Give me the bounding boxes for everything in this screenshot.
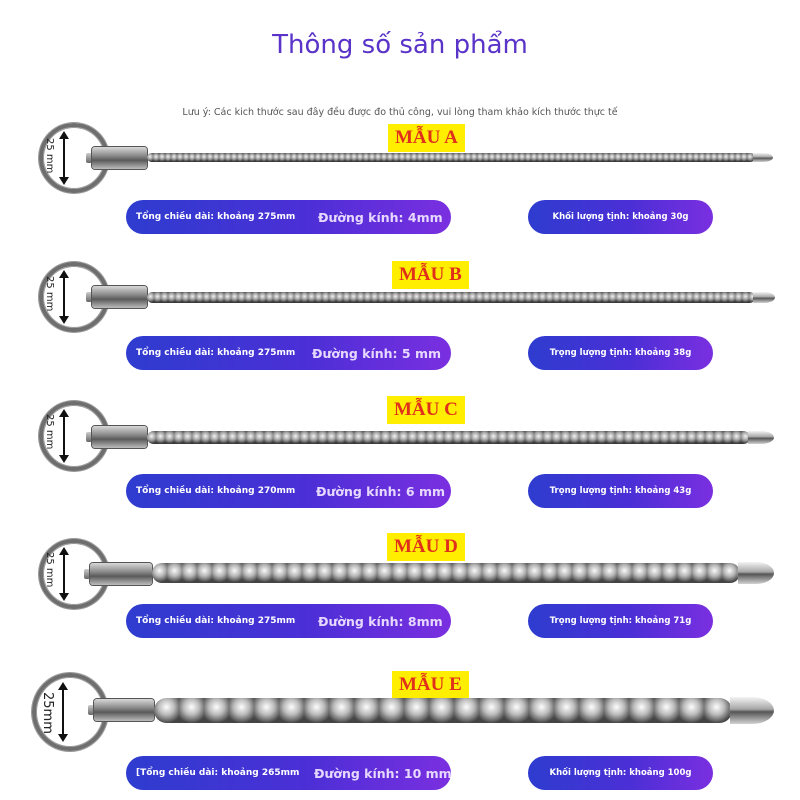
handle-image bbox=[94, 699, 154, 721]
diameter-text: Đường kính: 8mm bbox=[318, 613, 443, 629]
model-badge: MẪU D bbox=[387, 533, 465, 561]
handle-cap-icon bbox=[88, 705, 94, 715]
model-badge: MẪU C bbox=[387, 396, 465, 424]
rod-tip-image bbox=[738, 562, 774, 584]
handle-cap-icon bbox=[86, 153, 92, 163]
handle-cap-icon bbox=[86, 292, 92, 302]
ring-dimension-label: 25 mm bbox=[44, 414, 55, 450]
model-badge: MẪU B bbox=[392, 261, 469, 289]
handle-image bbox=[92, 426, 147, 448]
measurement-note: Lưu ý: Các kich thước sau đây đều được đ… bbox=[182, 107, 618, 118]
length-text: Tổng chiều dài: khoảng 275mm bbox=[136, 348, 296, 358]
weight-pill: Trọng lượng tịnh: khoảng 43g bbox=[528, 474, 713, 508]
beaded-rod-image bbox=[147, 153, 755, 162]
dimension-arrow-icon bbox=[59, 547, 69, 601]
handle-image bbox=[92, 147, 147, 169]
dimension-arrow-icon bbox=[59, 409, 69, 463]
model-badge: MẪU A bbox=[388, 124, 465, 152]
spec-pill-length-diameter: [Tổng chiều dài: khoảng 265mm Đường kính… bbox=[126, 756, 452, 790]
beaded-rod-image bbox=[147, 292, 755, 303]
weight-text: Trọng lượng tịnh: khoảng 43g bbox=[549, 486, 692, 496]
length-text: [Tổng chiều dài: khoảng 265mm bbox=[136, 768, 300, 778]
ring-dimension-label: 25mm bbox=[40, 692, 55, 734]
rod-tip-image bbox=[730, 697, 774, 724]
ring-dimension-label: 25 mm bbox=[44, 552, 55, 588]
diameter-text: Đường kính: 4mm bbox=[318, 209, 443, 225]
diameter-text: Đường kính: 6 mm bbox=[316, 483, 446, 499]
spec-pill-length-diameter: Tổng chiều dài: khoảng 275mm Đường kính:… bbox=[126, 604, 451, 638]
diameter-text: Đường kính: 10 mm bbox=[314, 765, 452, 781]
weight-pill: Khối lượng tịnh: khoảng 100g bbox=[528, 756, 713, 790]
beaded-rod-image bbox=[147, 431, 750, 444]
spec-pill-length-diameter: Tổng chiều dài: khoảng 275mm Đường kính:… bbox=[126, 336, 451, 370]
spec-pill-length-diameter: Tổng chiều dài: khoảng 270mm Đường kính:… bbox=[126, 474, 451, 508]
handle-cap-icon bbox=[86, 432, 92, 442]
length-text: Tổng chiều dài: khoảng 275mm bbox=[136, 616, 296, 626]
weight-pill: Trọng lượng tịnh: khoảng 71g bbox=[528, 604, 713, 638]
handle-image bbox=[90, 563, 152, 585]
beaded-rod-image bbox=[154, 698, 732, 723]
handle-image bbox=[92, 286, 147, 308]
rod-tip-image bbox=[753, 292, 775, 303]
length-text: Tổng chiều dài: khoảng 275mm bbox=[136, 212, 296, 222]
weight-text: Khối lượng tịnh: khoảng 30g bbox=[552, 212, 689, 222]
ring-dimension-label: 25 mm bbox=[44, 138, 55, 174]
dimension-arrow-icon bbox=[59, 270, 69, 324]
weight-pill: Khối lượng tịnh: khoảng 30g bbox=[528, 200, 713, 234]
handle-cap-icon bbox=[84, 569, 90, 579]
length-text: Tổng chiều dài: khoảng 270mm bbox=[136, 486, 296, 496]
ring-dimension-label: 25 mm bbox=[44, 276, 55, 312]
spec-pill-length-diameter: Tổng chiều dài: khoảng 275mm Đường kính:… bbox=[126, 200, 451, 234]
weight-pill: Trọng lượng tịnh: khoảng 38g bbox=[528, 336, 713, 370]
page-title: Thông số sản phẩm bbox=[272, 30, 528, 60]
beaded-rod-image bbox=[152, 563, 740, 583]
weight-text: Trọng lượng tịnh: khoảng 71g bbox=[549, 616, 692, 626]
dimension-arrow-icon bbox=[59, 131, 69, 185]
model-badge: MẪU E bbox=[392, 671, 469, 699]
weight-text: Trọng lượng tịnh: khoảng 38g bbox=[549, 348, 692, 358]
rod-tip-image bbox=[748, 431, 774, 444]
dimension-arrow-icon bbox=[58, 682, 68, 742]
diameter-text: Đường kính: 5 mm bbox=[312, 345, 442, 361]
weight-text: Khối lượng tịnh: khoảng 100g bbox=[549, 768, 692, 778]
rod-tip-image bbox=[753, 153, 773, 162]
